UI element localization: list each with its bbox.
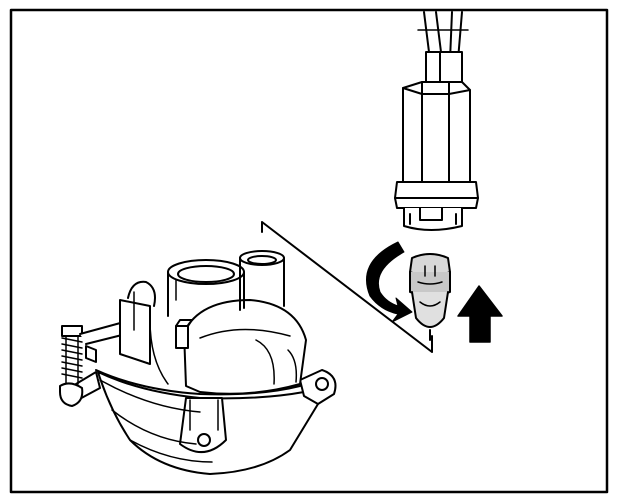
wedge-bulb [409, 253, 451, 341]
leader-line [261, 221, 433, 353]
headlamp-housing [59, 250, 337, 475]
rotate-counterclockwise-arrow-icon [366, 241, 413, 323]
frame-border [9, 8, 609, 494]
up-arrow-icon [457, 285, 503, 343]
bulb-socket-with-wires [394, 11, 479, 231]
